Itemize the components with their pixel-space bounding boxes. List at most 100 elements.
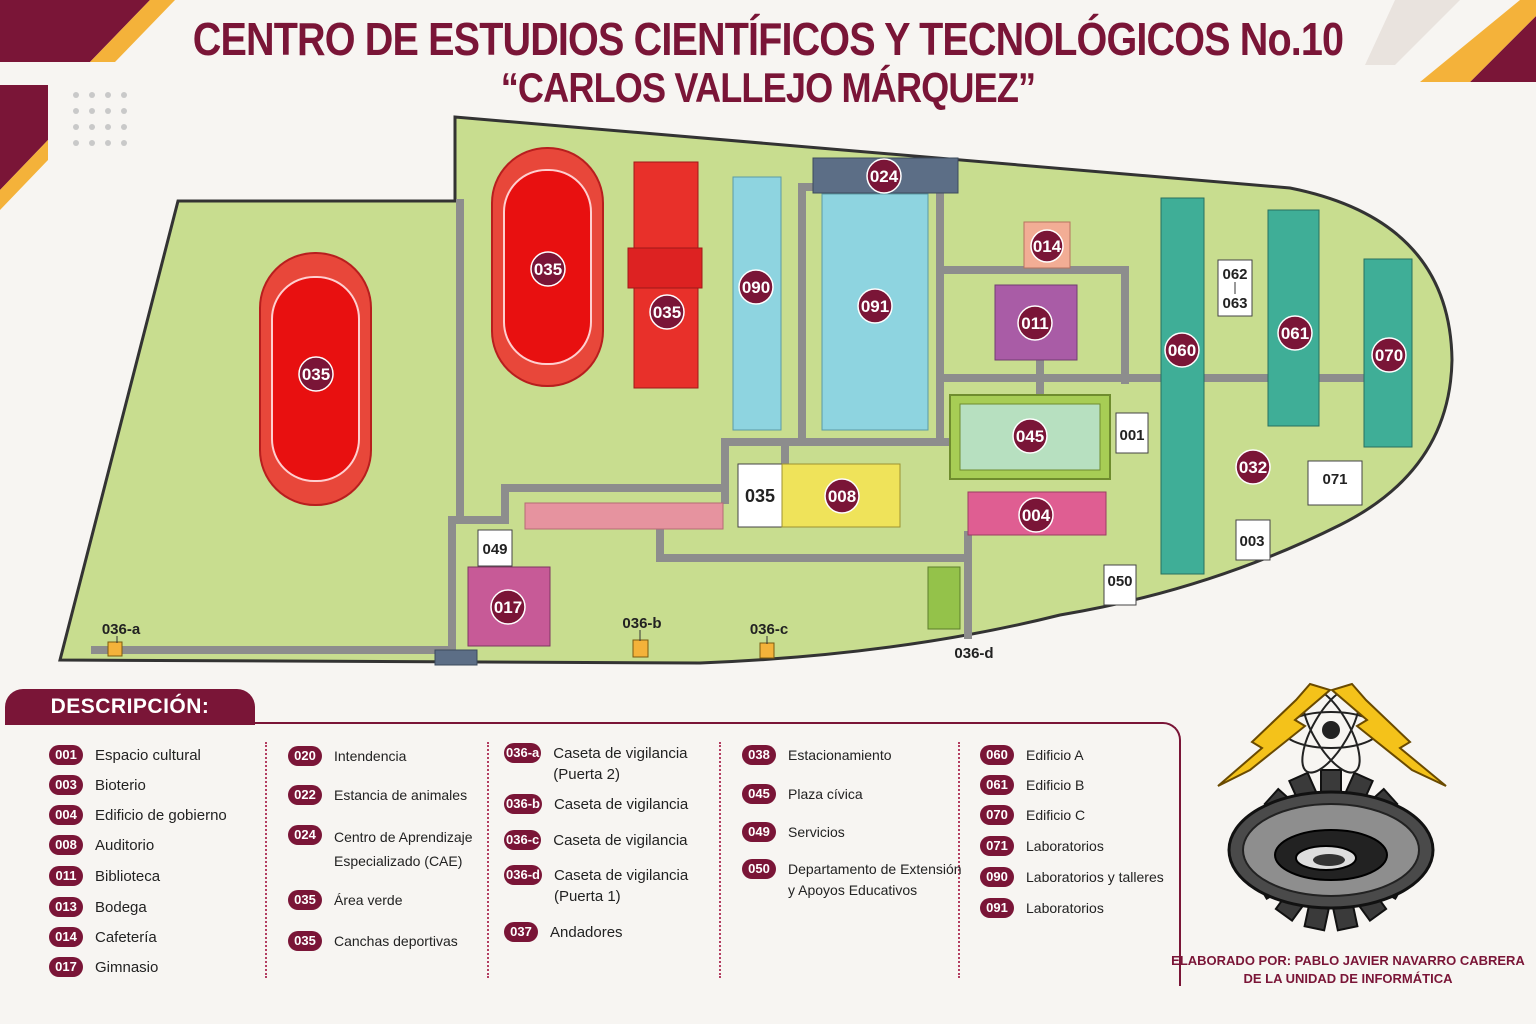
legend-text: Auditorio	[95, 837, 155, 854]
marker-004: 004	[1018, 497, 1054, 533]
legend-item: 022 Estancia de animales	[288, 785, 467, 806]
marker-035-top-track: 035	[530, 251, 566, 287]
legend-text: Laboratorios	[1026, 838, 1104, 854]
legend-code: 071	[980, 836, 1014, 856]
legend-code: 050	[742, 859, 776, 879]
marker-011: 011	[1017, 305, 1053, 341]
label-035-white: 035	[745, 486, 775, 506]
svg-text:070: 070	[1375, 346, 1403, 365]
marker-070: 070	[1371, 337, 1407, 373]
building-071	[1307, 460, 1363, 506]
legend-code: 004	[49, 805, 83, 825]
lightning-bolt-icon	[1217, 682, 1447, 787]
svg-text:004: 004	[1022, 506, 1051, 525]
map-text-labels: 062 063 001 071 003 050 049 035 036-a 03…	[102, 266, 1348, 662]
marker-032: 032	[1235, 449, 1271, 485]
svg-text:017: 017	[494, 598, 522, 617]
legend-code: 061	[980, 775, 1014, 795]
marker-035-left-track: 035	[298, 356, 334, 392]
marker-090: 090	[738, 269, 774, 305]
building-pink-strip	[524, 502, 724, 530]
legend-text: Departamento de Extensión y Apoyos Educa…	[788, 861, 962, 898]
gear-icon	[1227, 769, 1435, 932]
guard-booth-036a	[107, 641, 123, 657]
legend-text: Centro de Aprendizaje Especializado (CAE…	[334, 829, 473, 869]
label-049: 049	[482, 541, 507, 558]
svg-text:024: 024	[870, 167, 899, 186]
page-subtitle: “CARLOS VALLEJO MÁRQUEZ”	[500, 64, 1036, 111]
legend-title: DESCRIPCIÓN:	[5, 689, 255, 725]
legend-text: Edificio C	[1026, 807, 1086, 823]
legend-code: 020	[288, 746, 322, 766]
label-001: 001	[1119, 427, 1144, 444]
marker-045: 045	[1012, 418, 1048, 454]
legend-frame	[5, 722, 1181, 986]
marker-008: 008	[824, 478, 860, 514]
marker-014: 014	[1030, 229, 1064, 263]
building-050	[1103, 564, 1137, 606]
legend-code: 003	[49, 775, 83, 795]
legend-code: 038	[742, 745, 776, 765]
legend-text: Caseta de vigilancia	[553, 832, 688, 849]
building-049	[477, 529, 513, 567]
legend-code: 035	[288, 931, 322, 951]
svg-text:035: 035	[653, 303, 681, 322]
building-003	[1235, 519, 1271, 561]
legend-code: 037	[504, 922, 538, 942]
label-071: 071	[1322, 471, 1347, 488]
legend-code: 024	[288, 825, 322, 845]
legend-code: 036-a	[504, 743, 542, 763]
svg-text:011: 011	[1021, 314, 1048, 333]
legend-text: Servicios	[788, 824, 845, 840]
legend-text: Estancia de animales	[334, 787, 468, 803]
label-036-d: 036-d	[954, 645, 993, 662]
legend-code: 035	[288, 890, 322, 910]
legend-item: 024 Centro de Aprendizaje Especializado (…	[288, 825, 473, 873]
legend-item: 036-b Caseta de vigilancia	[504, 794, 688, 815]
svg-text:090: 090	[742, 278, 770, 297]
legend-code: 022	[288, 785, 322, 805]
building-017	[467, 566, 551, 647]
legend-text: Edificio B	[1026, 777, 1085, 793]
svg-text:008: 008	[828, 487, 856, 506]
legend-item: 050 Departamento de Extensión y Apoyos Ed…	[742, 859, 962, 901]
legend-code: 008	[49, 835, 83, 855]
legend-divider	[265, 742, 267, 978]
legend-item: 008 Auditorio	[49, 835, 154, 856]
legend-code: 090	[980, 867, 1014, 887]
legend-text: Plaza cívica	[788, 786, 863, 802]
legend-text: Caseta de vigilancia (Puerta 1)	[553, 867, 689, 905]
svg-text:032: 032	[1239, 458, 1267, 477]
legend-divider	[719, 742, 721, 978]
building-091	[821, 193, 929, 431]
marker-061: 061	[1277, 315, 1313, 351]
legend-code: 036-b	[504, 794, 542, 814]
legend-code: 045	[742, 784, 776, 804]
legend-item: 061 Edificio B	[980, 775, 1084, 796]
marker-091: 091	[857, 288, 893, 324]
svg-text:091: 091	[861, 297, 889, 316]
legend-item: 045 Plaza cívica	[742, 784, 863, 805]
legend-code: 014	[49, 927, 83, 947]
svg-text:035: 035	[302, 365, 330, 384]
label-050: 050	[1107, 573, 1132, 590]
label-036-c: 036-c	[750, 621, 788, 638]
legend-text: Laboratorios	[1026, 900, 1104, 916]
page-title: CENTRO DE ESTUDIOS CIENTÍFICOS Y TECNOLÓ…	[192, 13, 1344, 65]
label-003: 003	[1239, 533, 1264, 550]
legend-text: Caseta de vigilancia	[553, 796, 689, 813]
legend-text: Gimnasio	[95, 959, 159, 976]
